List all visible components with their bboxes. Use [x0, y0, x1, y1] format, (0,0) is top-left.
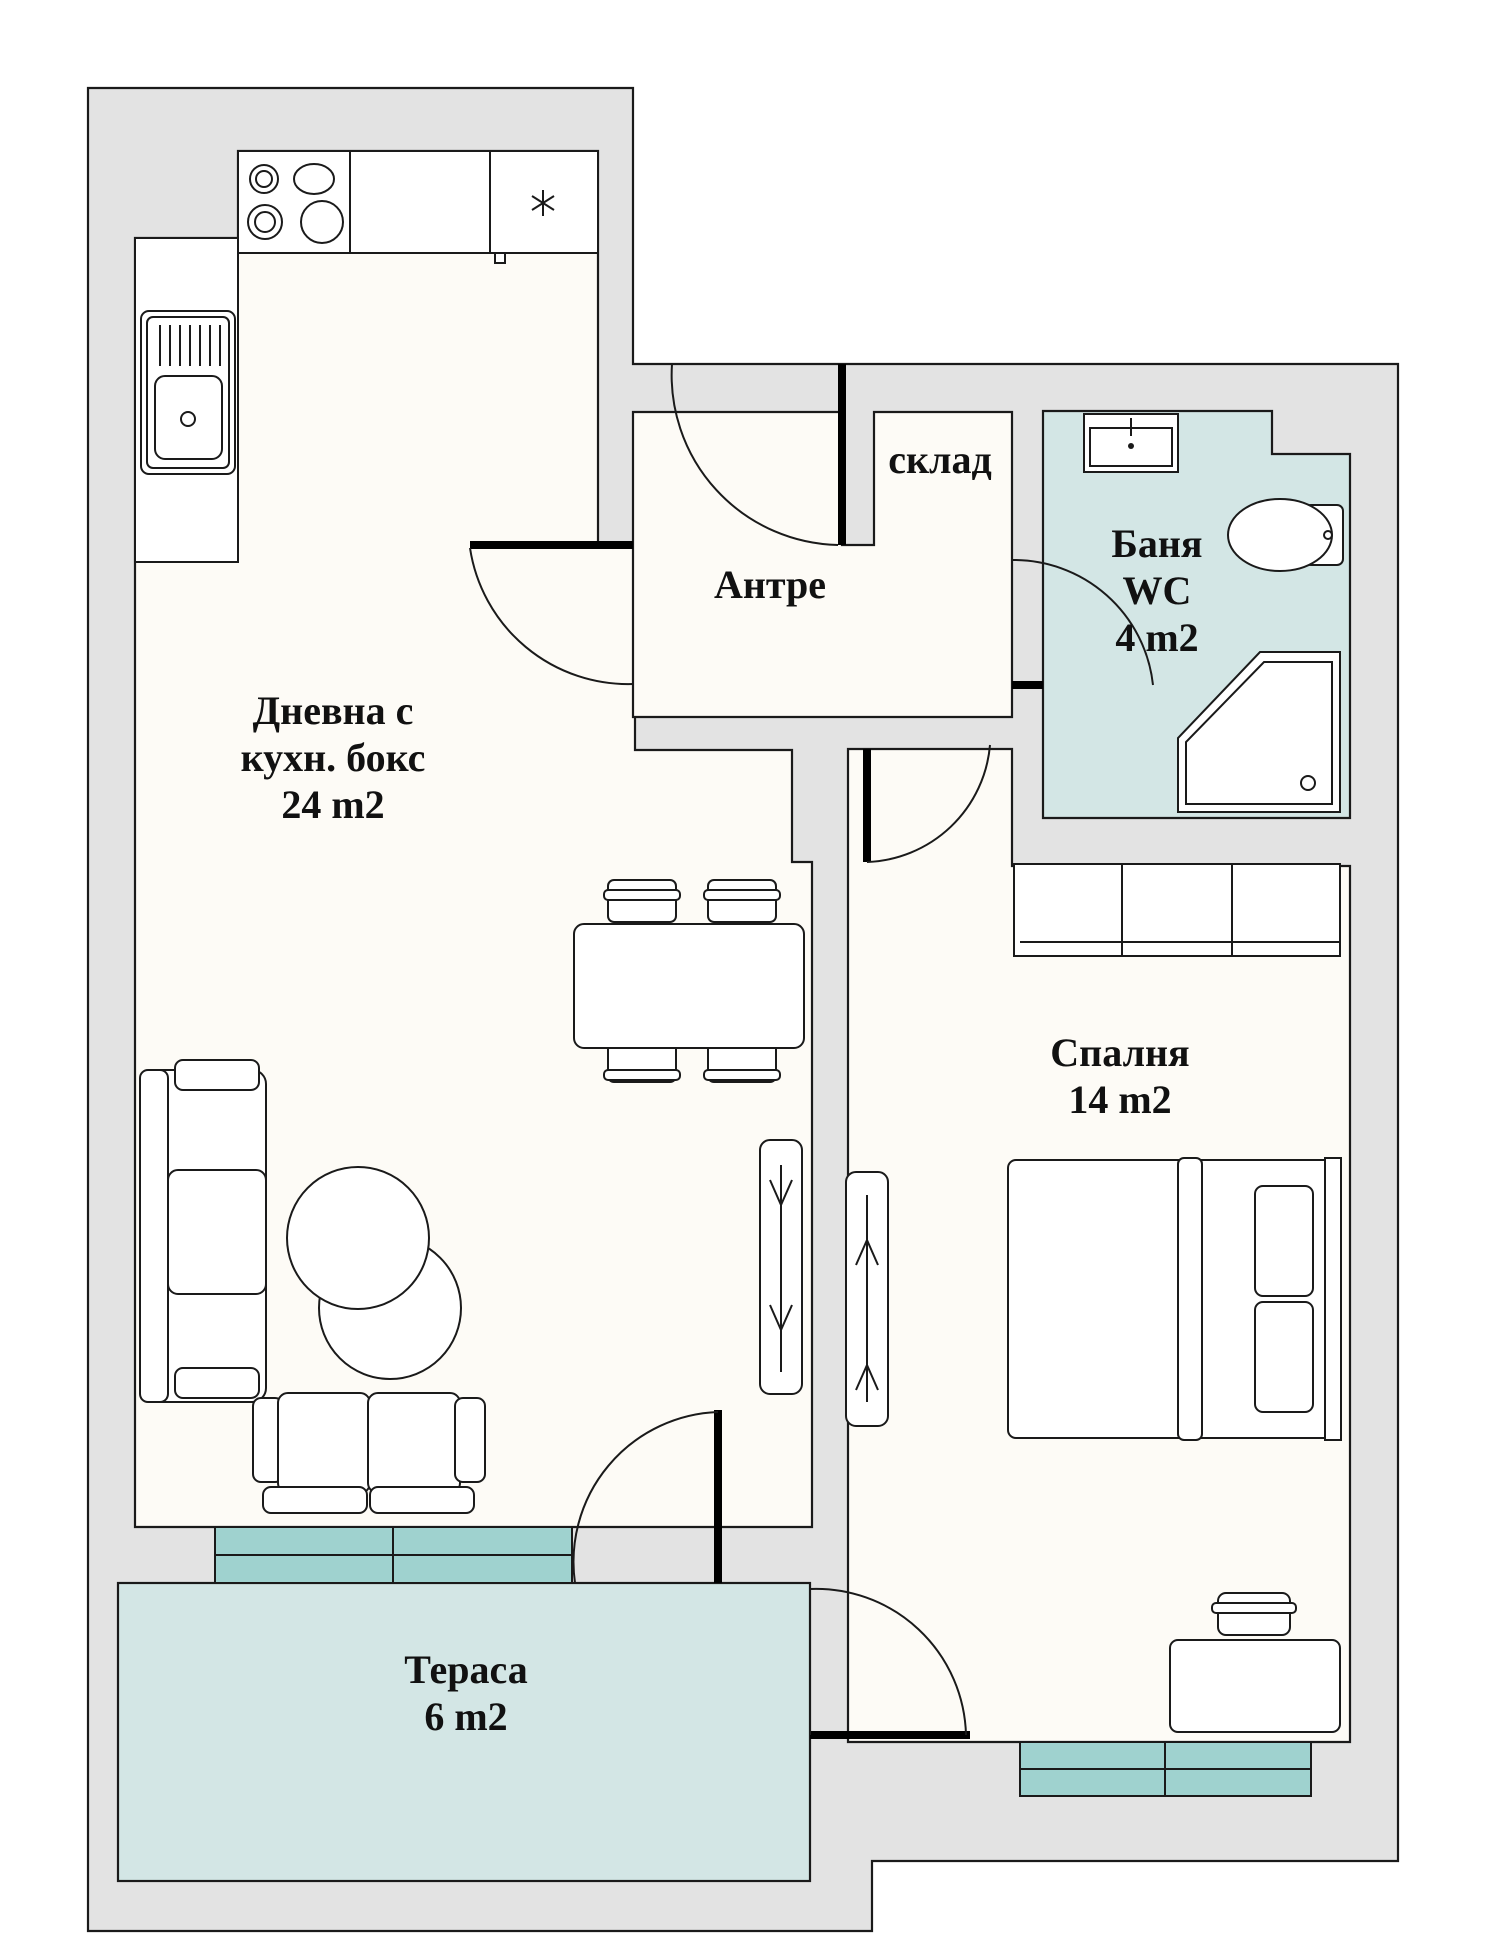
storage-name: склад: [888, 437, 991, 482]
terrace-area: 6 m2: [424, 1694, 507, 1739]
kitchen-sink-icon: [140, 310, 236, 475]
bedroom-window: [1019, 1741, 1312, 1797]
bedroom-name: Спалня: [1050, 1030, 1189, 1075]
bedroom-terrace-door: [809, 1587, 967, 1736]
armchairs: [252, 1392, 486, 1514]
terrace-name: Тераса: [404, 1647, 527, 1692]
desk: [1169, 1592, 1341, 1733]
snowflake-icon: [531, 190, 555, 216]
bedroom-door: [866, 744, 991, 863]
bathroom-name-line2: WC: [1123, 568, 1192, 613]
bath-door: [1011, 558, 1154, 686]
stove-icon: [247, 163, 344, 244]
entrance-door: [670, 363, 839, 546]
living-room-name-line1: Дневна с: [253, 688, 414, 733]
shower-tray-icon: [1177, 651, 1341, 813]
hall-name: Антре: [714, 562, 826, 607]
dining-table: [573, 879, 805, 1083]
bedroom-area: 14 m2: [1068, 1077, 1171, 1122]
living-room-name-line2: кухн. бокс: [241, 735, 426, 780]
wardrobe: [1013, 863, 1341, 957]
coffee-table-front: [286, 1166, 430, 1310]
living-window: [214, 1526, 573, 1584]
bedroom-tv-unit: [845, 1171, 889, 1427]
living-door: [469, 547, 634, 686]
terrace-door: [572, 1411, 719, 1584]
bathroom-name-line1: Баня: [1111, 521, 1202, 566]
double-bed-icon: [1007, 1157, 1342, 1441]
terrace-floor: [116, 1581, 812, 1883]
sofa-icon: [139, 1059, 267, 1403]
living-tv-unit: [759, 1139, 803, 1395]
washbasin-icon: [1083, 413, 1179, 473]
bathroom-area: 4 m2: [1115, 615, 1198, 660]
living-room-area: 24 m2: [281, 782, 384, 827]
toilet-icon: [1227, 498, 1344, 572]
